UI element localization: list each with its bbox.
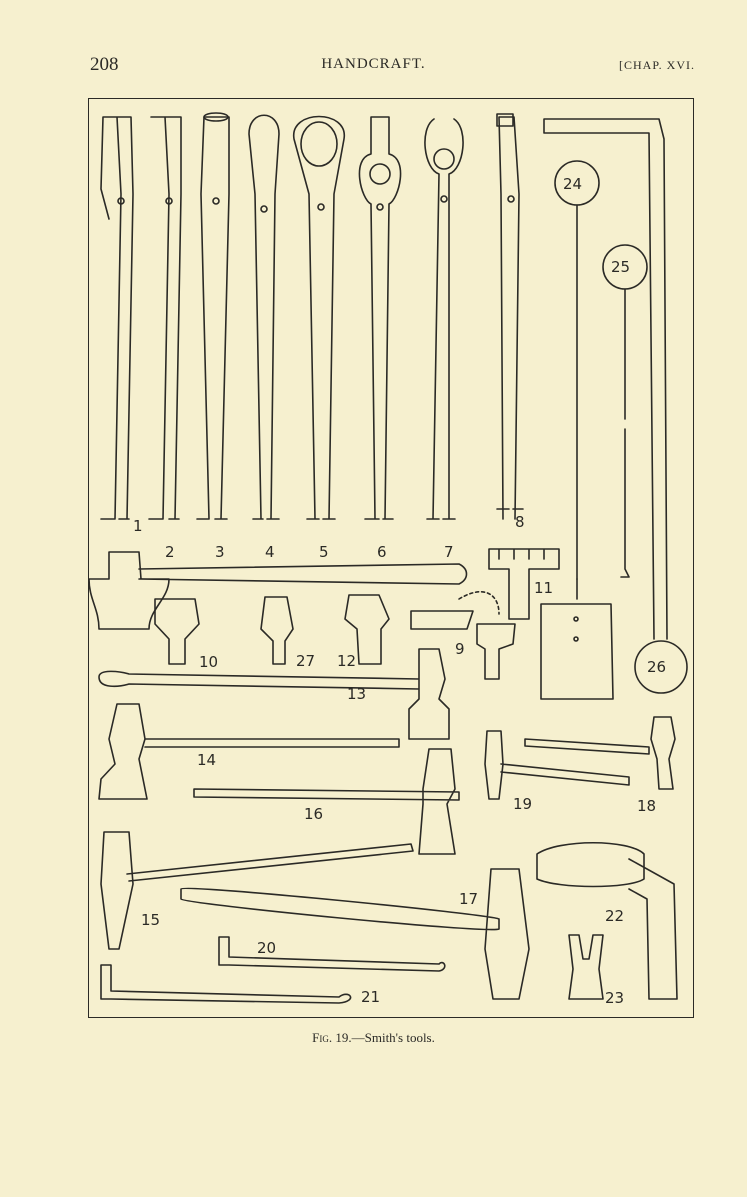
flatter-12 bbox=[344, 594, 390, 665]
tong-6 bbox=[358, 116, 402, 520]
label-24: 24 bbox=[563, 175, 582, 193]
figure-plate: 1 2 3 4 5 6 7 8 9 10 11 12 13 14 15 16 1… bbox=[88, 98, 694, 1018]
label-10: 10 bbox=[199, 653, 218, 671]
smiths-tools-illustration: 1 2 3 4 5 6 7 8 9 10 11 12 13 14 15 16 1… bbox=[89, 112, 688, 1007]
figure-caption: Fig. 19.—Smith's tools. bbox=[0, 1030, 747, 1046]
label-25: 25 bbox=[611, 258, 630, 276]
caption-separator: — bbox=[351, 1030, 365, 1045]
tool-20 bbox=[218, 936, 446, 972]
tong-5 bbox=[293, 115, 345, 520]
label-14: 14 bbox=[197, 751, 216, 769]
page-number: 208 bbox=[90, 54, 119, 75]
label-16: 16 bbox=[304, 805, 323, 823]
poker-24 bbox=[554, 160, 600, 580]
label-21: 21 bbox=[361, 988, 380, 1006]
tong-8 bbox=[496, 113, 524, 520]
cone-22 bbox=[536, 842, 678, 1000]
tong-4 bbox=[248, 114, 280, 520]
tool-9 bbox=[410, 590, 516, 680]
label-26: 26 bbox=[647, 658, 666, 676]
tong-7 bbox=[424, 118, 464, 520]
label-2: 2 bbox=[165, 543, 175, 561]
label-3: 3 bbox=[215, 543, 225, 561]
label-1: 1 bbox=[133, 517, 143, 535]
label-27: 27 bbox=[296, 652, 315, 670]
label-8: 8 bbox=[515, 513, 525, 531]
label-17: 17 bbox=[459, 890, 478, 908]
fuller-tool-10b bbox=[154, 598, 200, 665]
label-19: 19 bbox=[513, 795, 532, 813]
hammer-17 bbox=[180, 868, 530, 1000]
label-22: 22 bbox=[605, 907, 624, 925]
chapter-marker: [CHAP. XVI. bbox=[618, 58, 695, 72]
label-15: 15 bbox=[141, 911, 160, 929]
label-13: 13 bbox=[347, 685, 366, 703]
fire-shovel bbox=[540, 578, 614, 700]
rake-26 bbox=[543, 118, 688, 694]
tool-19 bbox=[484, 730, 630, 800]
label-11: 11 bbox=[534, 579, 553, 597]
label-6: 6 bbox=[377, 543, 387, 561]
label-7: 7 bbox=[444, 543, 454, 561]
tool-14 bbox=[98, 703, 400, 800]
label-12: 12 bbox=[337, 652, 356, 670]
bottom-fuller-10 bbox=[89, 551, 468, 630]
tong-1 bbox=[100, 116, 134, 520]
label-20: 20 bbox=[257, 939, 276, 957]
label-5: 5 bbox=[319, 543, 329, 561]
label-9: 9 bbox=[455, 640, 465, 658]
swage-block-11 bbox=[488, 548, 560, 620]
label-23: 23 bbox=[605, 989, 624, 1007]
page-header: 208 HANDCRAFT. [CHAP. XVI. bbox=[0, 54, 747, 78]
tool-21 bbox=[100, 964, 352, 1004]
tool-16 bbox=[193, 748, 460, 855]
tool-18 bbox=[524, 716, 676, 790]
tool-13 bbox=[98, 648, 450, 740]
label-18: 18 bbox=[637, 797, 656, 815]
tong-3 bbox=[196, 112, 230, 520]
caption-text: Smith's tools. bbox=[364, 1030, 435, 1045]
caption-figure-number: Fig. 19. bbox=[312, 1030, 352, 1045]
running-title: HANDCRAFT. bbox=[321, 56, 426, 72]
tool-23 bbox=[568, 934, 604, 1000]
set-hammer-27 bbox=[260, 596, 294, 665]
tool-15 bbox=[100, 831, 414, 950]
label-4: 4 bbox=[265, 543, 275, 561]
hook-25 bbox=[602, 244, 648, 578]
tong-2 bbox=[148, 116, 182, 520]
